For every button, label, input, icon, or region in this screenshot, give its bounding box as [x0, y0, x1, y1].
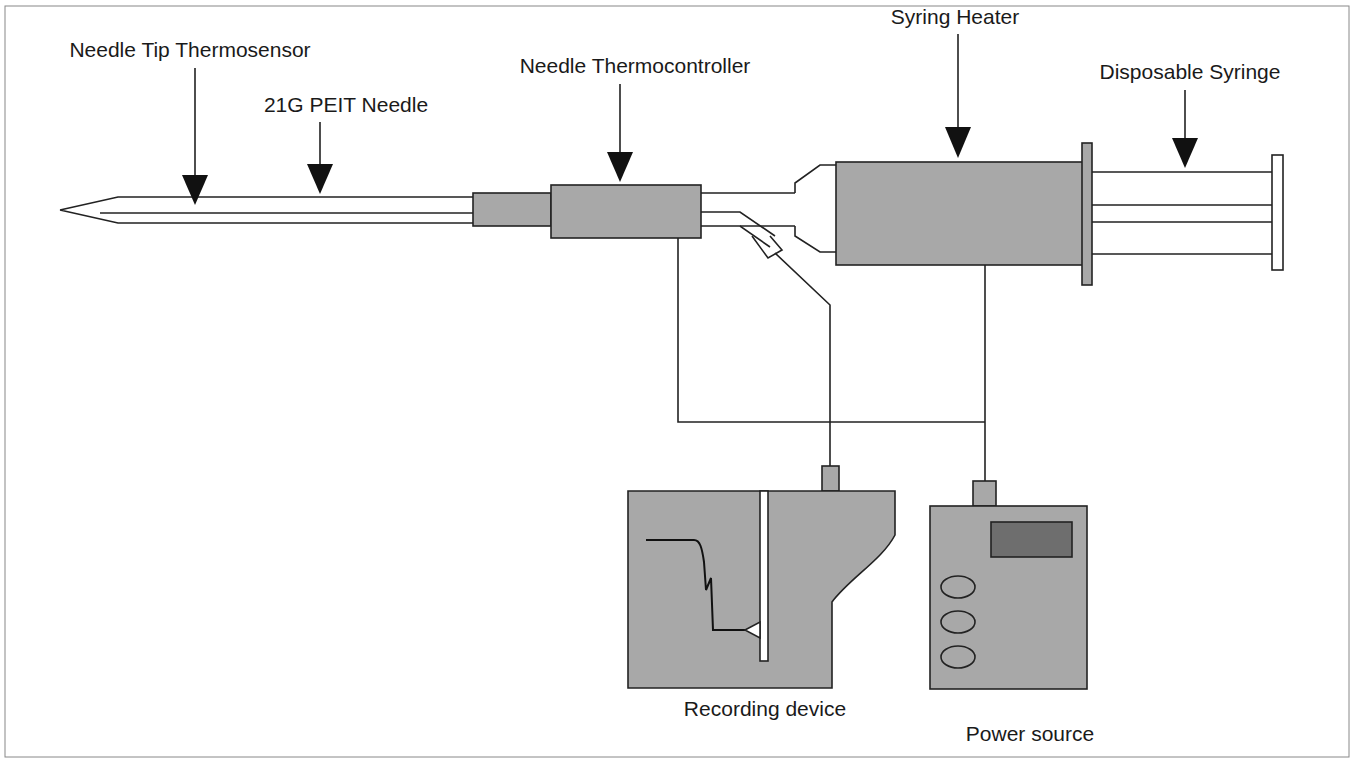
callout-label: Disposable Syringe — [1100, 60, 1281, 84]
callout-label: Syring Heater — [891, 5, 1019, 29]
device-label: Recording device — [600, 697, 930, 721]
callout-label: Needle Thermocontroller — [520, 54, 751, 78]
power-source: Power source — [895, 506, 1165, 746]
callout-label: 21G PEIT Needle — [264, 93, 428, 117]
recording-device: Recording device — [600, 491, 930, 721]
device-label: Power source — [895, 722, 1165, 746]
callout-label: Needle Tip Thermosensor — [69, 38, 310, 62]
